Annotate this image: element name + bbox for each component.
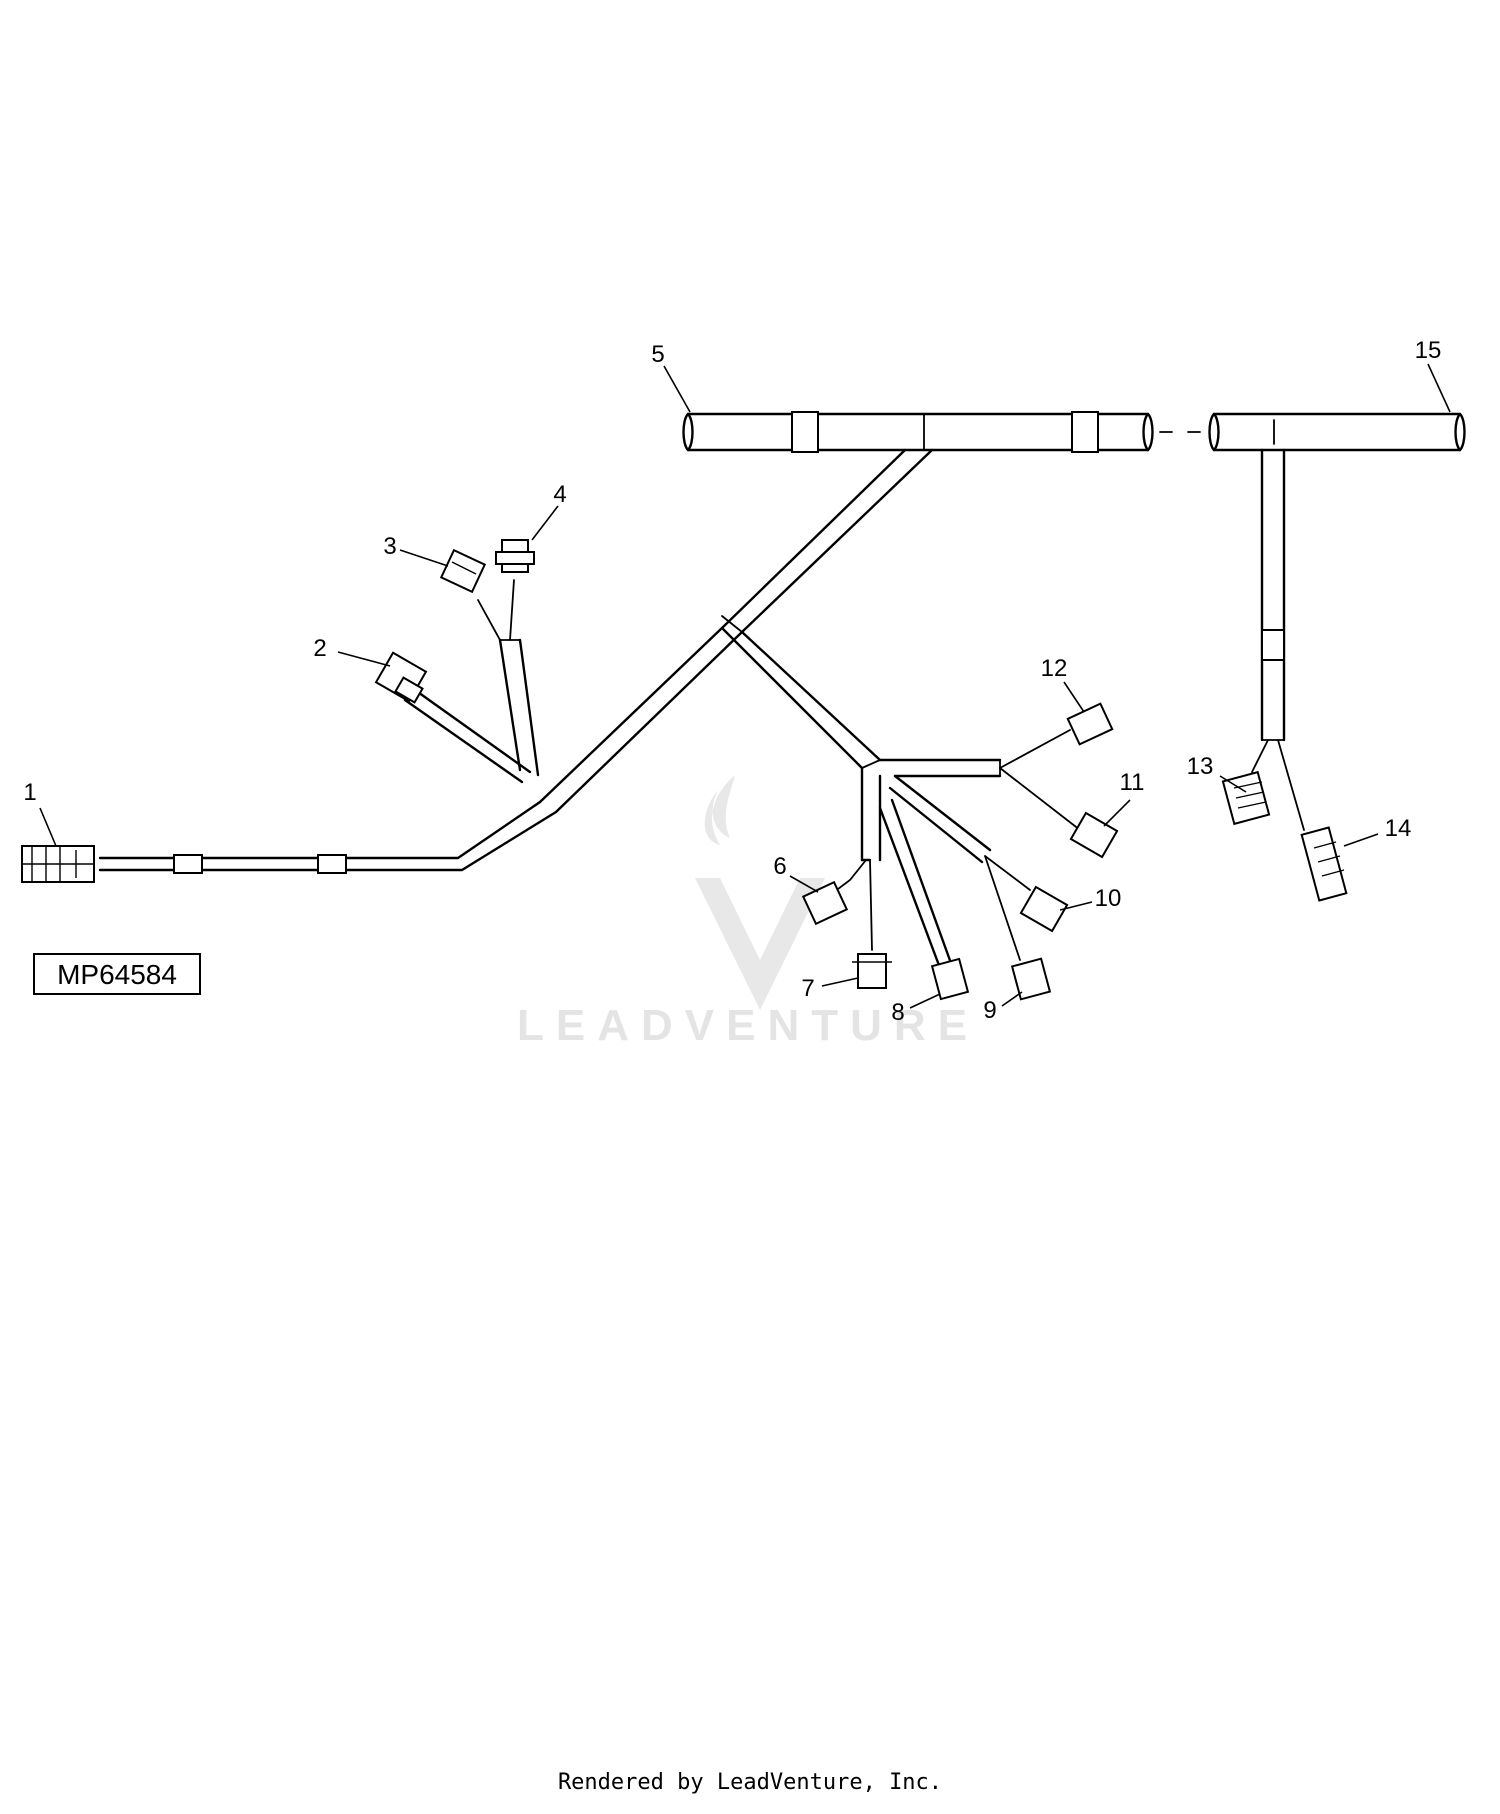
callout-12: 12 — [1041, 655, 1068, 682]
callout-4: 4 — [553, 481, 566, 508]
callout-11: 11 — [1120, 769, 1145, 796]
connector-11-icon — [1069, 811, 1119, 859]
connector-3-icon — [439, 548, 487, 594]
connector-14-icon — [1300, 826, 1348, 902]
branch-item-13-14 — [1251, 419, 1305, 831]
footer-credit: Rendered by LeadVenture, Inc. — [557, 1770, 943, 1795]
connector-1-icon — [21, 845, 95, 883]
main-harness-trunk — [682, 411, 1466, 453]
callout-10: 10 — [1095, 885, 1122, 912]
leader-lines — [39, 363, 1451, 1009]
callout-2: 2 — [313, 635, 326, 662]
callout-7: 7 — [801, 975, 814, 1002]
branch-item-1 — [98, 800, 558, 874]
callout-9: 9 — [983, 997, 996, 1024]
connector-4-icon — [495, 539, 535, 573]
reference-id-box: MP64584 — [33, 953, 201, 995]
connector-2-icon — [374, 651, 428, 704]
connector-13-icon — [1221, 770, 1271, 826]
callout-1: 1 — [23, 779, 36, 806]
callout-5: 5 — [651, 341, 664, 368]
connector-7-icon — [852, 953, 892, 989]
watermark: LEADVENTURE — [517, 775, 979, 1050]
connector-12-icon — [1066, 702, 1114, 746]
left-sub-branches — [403, 579, 540, 784]
watermark-text: LEADVENTURE — [517, 1001, 979, 1050]
right-sub-branches — [720, 626, 1081, 970]
connector-10-icon — [1019, 885, 1069, 933]
connector-9-icon — [1010, 957, 1052, 1001]
diagonal-branch — [538, 448, 934, 814]
callout-8: 8 — [891, 999, 904, 1026]
watermark-logo-icon — [695, 775, 825, 1010]
callout-3: 3 — [383, 533, 396, 560]
callout-13: 13 — [1187, 753, 1214, 780]
callout-6: 6 — [773, 853, 786, 880]
connector-6-icon — [801, 880, 849, 926]
callout-15: 15 — [1415, 337, 1442, 364]
reference-id: MP64584 — [57, 959, 177, 990]
callout-14: 14 — [1385, 815, 1412, 842]
connector-8-icon — [930, 957, 970, 1001]
